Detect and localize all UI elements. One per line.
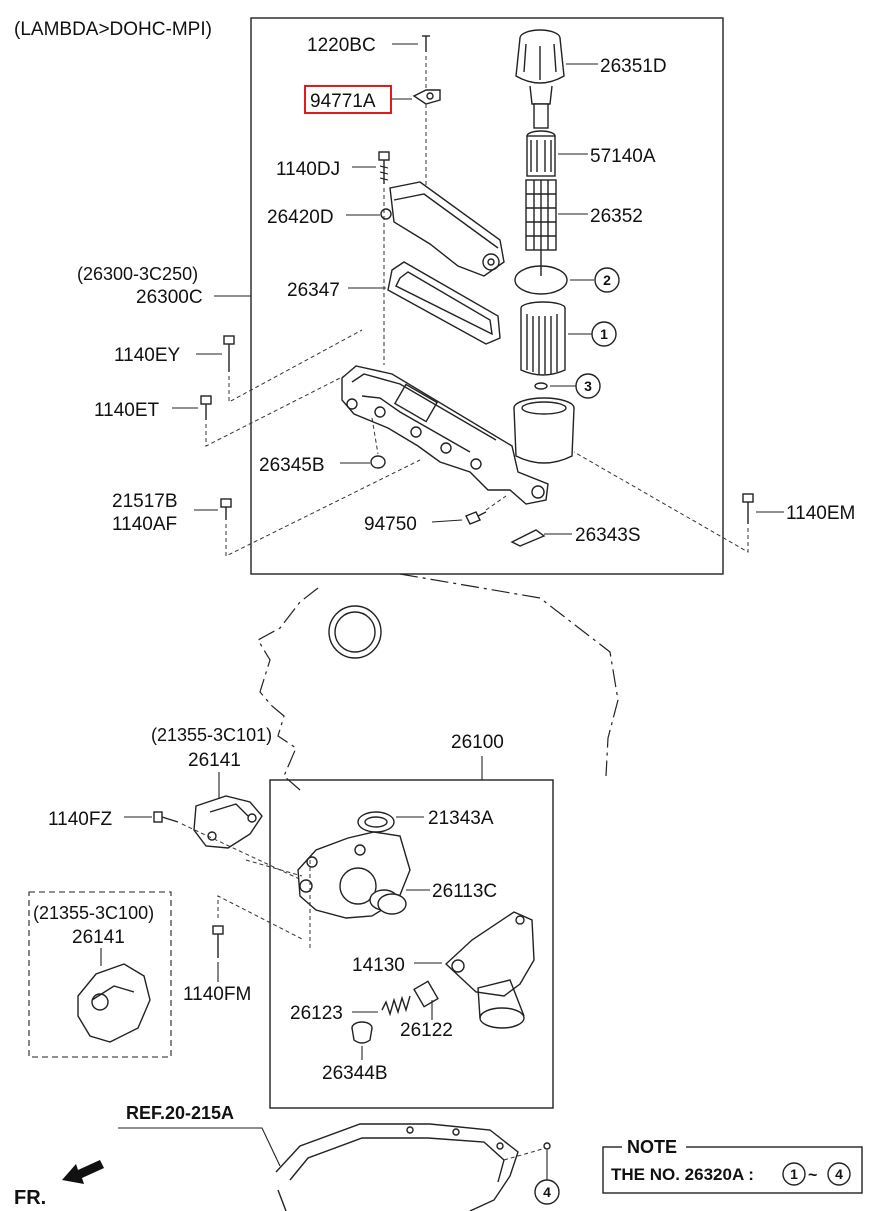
bolt-1140fm-icon bbox=[212, 925, 224, 982]
plate-26343s-icon bbox=[510, 529, 546, 547]
label-1140dj: 1140DJ bbox=[276, 159, 340, 180]
seal-21343a-icon bbox=[357, 811, 395, 833]
callout-3 bbox=[575, 373, 601, 399]
label-1140et: 1140ET bbox=[94, 400, 160, 421]
filter-cap-26351d-icon bbox=[515, 29, 565, 129]
callout-2 bbox=[594, 267, 620, 293]
label-1140fm: 1140FM bbox=[183, 984, 251, 1005]
bolt-1140af-icon bbox=[220, 498, 232, 520]
plunger-26122-icon bbox=[413, 980, 439, 1008]
filter-cage-26352-icon bbox=[525, 179, 557, 276]
label-21355-3c100: (21355-3C100) bbox=[33, 903, 154, 923]
label-26300-3c250: (26300-3C250) bbox=[77, 264, 198, 284]
label-26352: 26352 bbox=[590, 206, 643, 227]
label-26141-a: 26141 bbox=[188, 750, 241, 771]
label-21517b: 21517B bbox=[112, 491, 178, 512]
label-1140af: 1140AF bbox=[112, 514, 177, 535]
engine-variant-label: (LAMBDA>DOHC-MPI) bbox=[14, 19, 212, 40]
cover-26141-b-icon bbox=[77, 963, 151, 1043]
label-57140a: 57140A bbox=[590, 146, 656, 167]
label-26351d: 26351D bbox=[600, 56, 667, 77]
note-box bbox=[602, 1146, 863, 1194]
oil-cooler-26420d-icon bbox=[380, 181, 505, 277]
plug-26344b-icon bbox=[351, 1021, 373, 1044]
oil-filter-housing-icon bbox=[341, 365, 575, 505]
callout-1-number: 1 bbox=[600, 326, 608, 342]
cover-26141-a-icon bbox=[193, 795, 263, 849]
label-1140ey: 1140EY bbox=[114, 345, 181, 366]
callout-3-number: 3 bbox=[584, 378, 592, 394]
front-arrow-icon bbox=[62, 1160, 104, 1184]
label-26345b: 26345B bbox=[259, 455, 325, 476]
callout-4 bbox=[534, 1179, 560, 1205]
bolt-1140fz-icon bbox=[153, 811, 179, 823]
oil-pressure-sensor-94750-icon bbox=[465, 511, 487, 525]
o-ring-callout-2-icon bbox=[514, 265, 568, 295]
label-26123: 26123 bbox=[290, 1003, 343, 1024]
filter-element-holder-57140a-icon bbox=[526, 130, 556, 177]
callout-4-number: 4 bbox=[543, 1184, 551, 1200]
label-26100: 26100 bbox=[451, 732, 504, 753]
rotor-26113c-icon bbox=[369, 889, 407, 915]
callout-2-number: 2 bbox=[603, 272, 611, 288]
bolt-1140dj-icon bbox=[378, 151, 390, 184]
label-26420d: 26420D bbox=[267, 207, 334, 228]
label-26141-b: 26141 bbox=[72, 927, 125, 948]
alternate-cover-box bbox=[28, 891, 172, 1058]
label-26300c: 26300C bbox=[136, 287, 203, 308]
label-21355-3c101: (21355-3C101) bbox=[151, 725, 272, 745]
label-94771a: 94771A bbox=[310, 91, 376, 112]
bolt-1140et-icon bbox=[200, 395, 212, 420]
label-94750: 94750 bbox=[364, 514, 417, 535]
label-1140fz: 1140FZ bbox=[48, 809, 112, 830]
note-range-end-circle bbox=[827, 1162, 851, 1186]
label-26113c: 26113C bbox=[432, 881, 497, 902]
ref-label: REF.20-215A bbox=[126, 1103, 234, 1123]
o-ring-callout-3-icon bbox=[534, 382, 548, 390]
note-range-sep: ~ bbox=[808, 1167, 817, 1184]
note-range-end: 4 bbox=[835, 1166, 843, 1182]
label-26343s: 26343S bbox=[575, 525, 641, 546]
engine-block-outline bbox=[257, 573, 619, 791]
bolt-1220bc-icon bbox=[422, 35, 430, 52]
oil-pan-icon bbox=[275, 1123, 519, 1211]
label-14130: 14130 bbox=[352, 955, 405, 976]
note-range-start-circle bbox=[782, 1162, 806, 1186]
strainer-14130-icon bbox=[444, 911, 535, 1029]
spring-26123-icon bbox=[381, 995, 411, 1017]
oil-pump-body-icon bbox=[297, 831, 411, 948]
label-26122: 26122 bbox=[400, 1020, 453, 1041]
note-title-bg bbox=[622, 1136, 686, 1156]
note-range-start: 1 bbox=[790, 1166, 798, 1182]
note-title: NOTE bbox=[627, 1137, 677, 1157]
bracket-94771a-icon bbox=[412, 89, 441, 105]
label-26347: 26347 bbox=[287, 280, 340, 301]
oil-pump-assembly-box bbox=[269, 779, 554, 1109]
oil-filter-callout-1-icon bbox=[520, 301, 566, 376]
callout-1 bbox=[591, 321, 617, 347]
highlight-94771a bbox=[304, 85, 392, 114]
note-text: THE NO. 26320A : bbox=[611, 1165, 754, 1184]
label-21343a: 21343A bbox=[428, 808, 494, 829]
front-label: FR. bbox=[14, 1187, 46, 1209]
label-26344b: 26344B bbox=[322, 1063, 388, 1084]
bolt-1140em-icon bbox=[742, 493, 754, 524]
o-ring-26345b-icon bbox=[370, 455, 386, 469]
gasket-26347-icon bbox=[387, 261, 501, 345]
bolt-1140ey-icon bbox=[223, 335, 235, 372]
label-1220bc: 1220BC bbox=[307, 35, 376, 56]
label-1140em: 1140EM bbox=[786, 503, 855, 524]
